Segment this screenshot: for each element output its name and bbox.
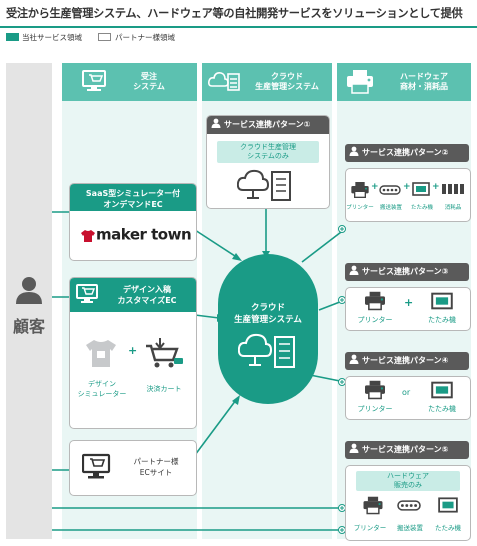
pattern-2-box: + + + プリンター 搬送装置 たたみ機 消耗品 — [345, 168, 471, 222]
pattern-3-item-printer: プリンター — [357, 316, 393, 324]
person-icon — [349, 442, 359, 453]
person-icon — [349, 145, 359, 156]
title-divider — [0, 26, 477, 28]
monitor-cart-icon — [82, 69, 108, 93]
pattern-1-title: サービス連携パターン① — [207, 116, 329, 134]
legend-own-swatch — [6, 33, 19, 41]
pattern-2-title-text: サービス連携パターン② — [362, 148, 449, 157]
pattern-2-item-consumables: 消耗品 — [444, 205, 462, 211]
pattern-5-box: ハードウェア 販売のみ プリンター 搬送装置 たたみ機 — [345, 465, 471, 541]
pattern-4-item-printer: プリンター — [357, 405, 393, 413]
plus-sign: + — [128, 344, 138, 357]
person-icon — [349, 353, 359, 364]
pattern-3-box: + プリンター たたみ機 — [345, 287, 471, 331]
pattern-1-box: サービス連携パターン① クラウド生産管理 システムのみ — [206, 115, 330, 209]
cart-icon — [144, 336, 184, 370]
shirt-logo-icon — [80, 228, 96, 242]
conveyor-icon — [396, 500, 422, 511]
monitor-cart-icon — [82, 453, 112, 481]
pattern-2-title: サービス連携パターン② — [345, 144, 469, 162]
pattern-5-note: ハードウェア 販売のみ — [356, 471, 460, 491]
person-icon — [14, 275, 44, 305]
production-column-label: クラウド 生産管理システム — [255, 72, 319, 91]
cloud-checklist-icon — [208, 70, 240, 94]
order-column-label: 受注 システム — [133, 72, 165, 91]
pattern-2-item-folder: たたみ機 — [410, 205, 433, 211]
simulator-label: デザイン シミュレーター — [77, 380, 127, 398]
or-joiner: or — [402, 388, 411, 397]
folding-machine-icon — [431, 291, 453, 311]
saas-ec-box: SaaS型シミュレーター付 オンデマンドEC maker town — [69, 183, 197, 261]
pattern-5-item-printer: プリンター — [353, 524, 387, 532]
maker-town-logo: maker town — [80, 224, 192, 244]
production-column-header: クラウド 生産管理システム — [202, 63, 332, 101]
customer-column: 顧客 — [6, 63, 52, 539]
pattern-4-item-folder: たたみ機 — [428, 405, 456, 413]
pattern-2-item-printer: プリンター — [346, 205, 374, 211]
pattern-5-item-folder: たたみ機 — [435, 524, 461, 532]
pattern-4-title: サービス連携パターン④ — [345, 352, 469, 370]
plus-sign: + — [371, 182, 379, 192]
printer-icon — [362, 496, 384, 515]
partner-ec-box: パートナー様 ECサイト — [69, 440, 197, 496]
plus-sign: + — [403, 182, 411, 192]
cloud-checklist-icon — [237, 168, 293, 204]
tshirt-icon — [84, 338, 118, 368]
page-title: 受注から生産管理システム、ハードウェア等の自社開発サービスをソリューションとして… — [6, 7, 463, 20]
pattern-5-title: サービス連携パターン⑤ — [345, 441, 469, 459]
printer-icon — [350, 181, 370, 199]
pattern-4-box: or プリンター たたみ機 — [345, 376, 471, 420]
folding-machine-icon — [438, 496, 458, 514]
printer-icon — [363, 380, 387, 400]
saas-ec-title: SaaS型シミュレーター付 オンデマンドEC — [70, 184, 196, 211]
conveyor-icon — [379, 185, 401, 195]
pattern-1-note: クラウド生産管理 システムのみ — [217, 141, 319, 163]
legend-partner-label: パートナー様領域 — [115, 33, 175, 42]
pattern-4-title-text: サービス連携パターン④ — [362, 356, 449, 365]
pattern-5-title-text: サービス連携パターン⑤ — [362, 445, 449, 454]
customer-label: 顧客 — [12, 317, 45, 336]
cart-label: 決済カート — [146, 385, 182, 393]
folding-machine-icon — [431, 380, 453, 400]
center-label: クラウド 生産管理システム — [234, 303, 302, 325]
cloud-checklist-icon — [238, 332, 298, 372]
printer-icon — [345, 69, 375, 95]
order-column-header: 受注 システム — [62, 63, 197, 101]
person-icon — [211, 117, 221, 128]
monitor-cart-icon — [76, 283, 100, 305]
design-ec-title: デザイン入稿 カスタマイズEC — [117, 285, 177, 305]
person-icon — [349, 264, 359, 275]
pattern-3-title-text: サービス連携パターン③ — [362, 267, 449, 276]
legend-own-label: 当社サービス領域 — [22, 33, 82, 42]
legend-partner-swatch — [98, 33, 111, 41]
pattern-1-title-text: サービス連携パターン① — [224, 120, 311, 129]
pattern-2-item-conveyor: 搬送装置 — [379, 205, 402, 211]
maker-town-text: maker town — [96, 225, 192, 244]
hardware-column-label: ハードウェア 商材・消耗品 — [400, 72, 448, 91]
center-cloud-system: クラウド 生産管理システム — [218, 254, 318, 404]
printer-icon — [363, 291, 387, 311]
pattern-5-item-conveyor: 搬送装置 — [397, 524, 423, 532]
plus-sign: + — [432, 182, 440, 192]
folding-machine-icon — [412, 181, 430, 197]
plus-sign: + — [404, 296, 414, 309]
pattern-3-title: サービス連携パターン③ — [345, 263, 469, 281]
design-ec-header: デザイン入稿 カスタマイズEC — [70, 278, 196, 312]
pattern-3-item-folder: たたみ機 — [428, 316, 456, 324]
design-ec-box: デザイン入稿 カスタマイズEC + デザイン シミュレーター 決済カート — [69, 277, 197, 429]
partner-ec-label: パートナー様 ECサイト — [133, 457, 179, 477]
hardware-column-header: ハードウェア 商材・消耗品 — [337, 63, 471, 101]
consumables-icon — [441, 183, 465, 195]
